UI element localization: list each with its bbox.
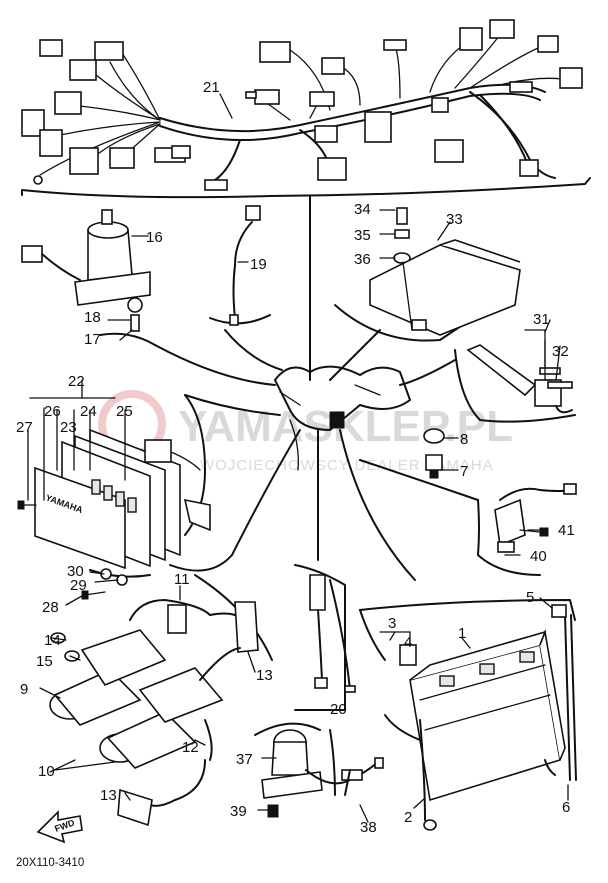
callout-3: 3	[388, 615, 396, 632]
callout-13-lower: 13	[100, 787, 117, 804]
watermark-tagline: WOJCIECHOWSCY DEALER YAMAHA	[200, 457, 494, 474]
callout-11: 11	[174, 571, 190, 588]
callout-37: 37	[236, 751, 253, 768]
callout-20: 20	[330, 701, 347, 718]
diagram-code: 20X110-3410	[16, 857, 84, 869]
callout-31: 31	[533, 311, 550, 328]
tacho-sensor	[254, 722, 384, 818]
callout-17: 17	[84, 331, 101, 348]
callout-34: 34	[354, 201, 371, 218]
callout-41: 41	[558, 522, 575, 539]
watermark-brand: YAMASKLEP.PL	[178, 402, 513, 451]
callout-35: 35	[354, 227, 371, 244]
watermark: YAMASKLEP.PL WOJCIECHOWSCY DEALER YAMAHA	[98, 390, 513, 474]
callout-29: 29	[70, 577, 87, 594]
callout-6: 6	[562, 799, 570, 816]
callout-24: 24	[80, 403, 97, 420]
callout-9: 9	[20, 681, 28, 698]
callout-5: 5	[526, 589, 534, 606]
relay-lead	[294, 564, 356, 711]
callout-39: 39	[230, 803, 247, 820]
main-switch	[21, 209, 156, 346]
flasher-relay	[477, 483, 577, 576]
sensor-lead	[209, 205, 271, 326]
cdi-unit	[334, 207, 521, 342]
callout-22: 22	[68, 373, 85, 390]
callout-13-upper: 13	[256, 667, 273, 684]
callout-12: 12	[182, 739, 199, 756]
callout-32: 32	[552, 343, 569, 360]
callout-40: 40	[530, 548, 547, 565]
callout-10: 10	[38, 763, 55, 780]
callout-7: 7	[460, 463, 468, 480]
callout-8: 8	[460, 431, 468, 448]
fwd-arrow-icon: FWD	[36, 810, 83, 844]
callout-21: 21	[203, 79, 220, 96]
battery	[359, 599, 577, 831]
callout-16: 16	[146, 229, 163, 246]
wire-harness	[21, 19, 591, 199]
callout-1: 1	[458, 625, 466, 642]
callout-30: 30	[67, 563, 84, 580]
callout-4: 4	[404, 634, 412, 651]
callout-36: 36	[354, 251, 371, 268]
leader-lines	[154, 195, 479, 581]
callout-14: 14	[44, 632, 61, 649]
neutral-switch	[423, 428, 445, 479]
callout-38: 38	[360, 819, 377, 836]
callout-33: 33	[446, 211, 463, 228]
callout-numbers: 21 16 19 18 17 34 35 36 33 31 32 22 26 2…	[16, 79, 575, 836]
callout-28: 28	[42, 599, 59, 616]
callout-18: 18	[84, 309, 101, 326]
callout-25: 25	[116, 403, 133, 420]
callout-23: 23	[60, 419, 77, 436]
callout-19: 19	[250, 256, 267, 273]
callout-27: 27	[16, 419, 33, 436]
callout-15: 15	[36, 653, 53, 670]
callout-2: 2	[404, 809, 412, 826]
callout-26: 26	[44, 403, 61, 420]
callout-leaders	[27, 93, 569, 823]
tail-light: YAMAHA	[17, 394, 211, 600]
